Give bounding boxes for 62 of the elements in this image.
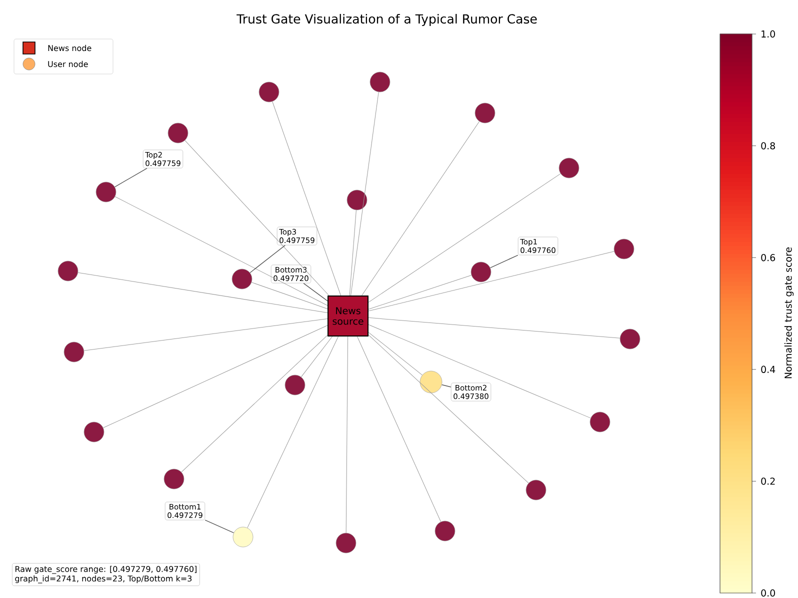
edge-line (247, 336, 339, 528)
user-node-circle (84, 422, 104, 442)
tick-label: 0.2 (761, 478, 775, 485)
leader-line (303, 282, 328, 302)
tick-label: 0.0 (761, 589, 776, 597)
leader-line (442, 384, 452, 388)
colorbar-label: Normalized trust gate score (784, 247, 794, 378)
leader-line (250, 244, 286, 274)
tick-label: 0.4 (761, 366, 776, 373)
edge-line (368, 274, 472, 310)
user-node-circle (258, 82, 280, 102)
edge-line (251, 282, 328, 310)
edge-line (184, 140, 330, 296)
edge-line (368, 332, 422, 376)
edge-line (346, 336, 348, 534)
edge-line (349, 210, 356, 296)
user-node-circle (434, 520, 456, 542)
edge-line (103, 325, 328, 428)
user-node-circle (370, 72, 390, 92)
user-node-circle (164, 468, 184, 490)
edge-line (114, 196, 328, 306)
edge-line (368, 334, 529, 484)
leader-line (490, 254, 518, 268)
user-node-circle (614, 238, 634, 260)
user-node-circle (558, 158, 580, 178)
leader-line (114, 168, 148, 188)
user-node-circle (232, 526, 254, 548)
user-node-circle (474, 102, 496, 124)
user-node-circle (420, 370, 442, 394)
user-node-circle (232, 268, 252, 290)
edge-line (181, 334, 328, 472)
info-box: Raw gate_score range: [0.497279, 0.497760] graph_id=2741, nodes=23, Top/Bottom k=3 (12, 563, 200, 586)
edge-line (356, 336, 442, 522)
user-node-circle (168, 122, 188, 144)
edge-line (368, 317, 620, 338)
user-node-circle (58, 260, 78, 282)
edge-line (300, 336, 333, 378)
user-node-circle (284, 374, 306, 396)
edge-line (368, 324, 591, 418)
leader-line (204, 520, 234, 534)
user-node-circle (590, 412, 610, 432)
edge-line (368, 173, 561, 303)
edge-line (78, 272, 328, 313)
user-node-circle (470, 262, 492, 282)
user-node-circle (64, 342, 84, 362)
tick-label: 0.8 (761, 142, 775, 150)
user-node-circle (336, 532, 356, 554)
chart-title: Trust Gate Visualization of a Typical Rumor Case (236, 14, 537, 26)
news-source-box: News source (328, 296, 368, 336)
user-node-circle (96, 182, 116, 202)
user-node-circle (526, 480, 546, 500)
user-node-circle (620, 328, 640, 350)
legend-label: News node (48, 44, 92, 52)
legend-label: User node (48, 60, 88, 68)
user-node-circle (346, 190, 368, 210)
tick-label: 1.0 (762, 30, 776, 38)
edge-line (272, 101, 342, 296)
tick-label: 0.6 (761, 254, 776, 262)
edge-line (350, 92, 379, 296)
edge-line (362, 121, 480, 296)
edge-line (368, 251, 614, 312)
edge-line (84, 318, 328, 351)
